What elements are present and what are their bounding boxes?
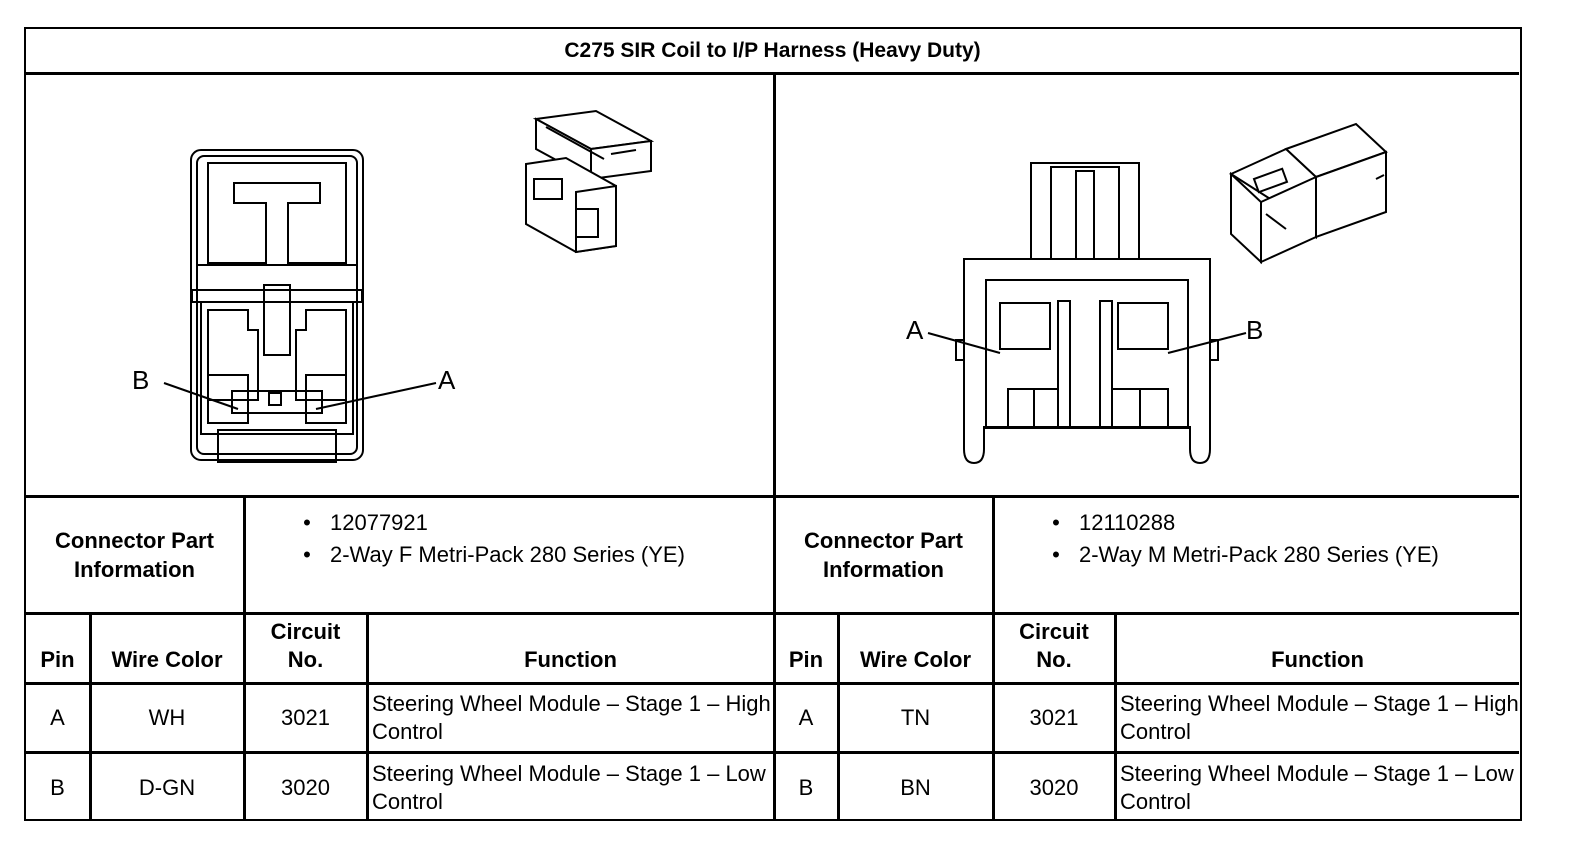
table-cell-wire-color: BN bbox=[900, 774, 931, 800]
table-cell-function: Steering Wheel Module – Stage 1 – Low Co… bbox=[1120, 760, 1514, 814]
male-connector-isometric-icon bbox=[1228, 122, 1388, 265]
left-part-info-label: Connector Part Information bbox=[55, 527, 214, 582]
divider bbox=[26, 72, 1519, 75]
table-cell-pin: B bbox=[50, 774, 65, 800]
list-item: •2-Way M Metri-Pack 280 Series (YE) bbox=[1033, 539, 1439, 571]
connector-description: 2-Way M Metri-Pack 280 Series (YE) bbox=[1079, 542, 1439, 567]
connector-table-frame: C275 SIR Coil to I/P Harness (Heavy Duty… bbox=[24, 27, 1522, 821]
divider bbox=[992, 612, 995, 821]
pin-label-a: A bbox=[906, 315, 924, 345]
column-header-circuit: Circuit No. bbox=[270, 619, 341, 672]
column-header-pin: Pin bbox=[788, 647, 824, 672]
column-header-function: Function bbox=[524, 647, 617, 672]
list-item: •12110288 bbox=[1033, 507, 1439, 539]
table-cell-wire-color: D-GN bbox=[138, 774, 196, 800]
left-part-info-list: •12077921 •2-Way F Metri-Pack 280 Series… bbox=[284, 507, 685, 571]
table-cell-wire-color: TN bbox=[900, 705, 931, 730]
part-number: 12077921 bbox=[330, 510, 428, 535]
divider bbox=[26, 751, 1519, 754]
list-item: •12077921 bbox=[284, 507, 685, 539]
divider bbox=[26, 612, 1519, 615]
table-cell-circuit: 3021 bbox=[281, 705, 330, 730]
divider bbox=[243, 495, 246, 615]
table-cell-wire-color: WH bbox=[148, 705, 186, 730]
column-header-pin: Pin bbox=[40, 647, 75, 672]
column-header-function: Function bbox=[1271, 647, 1364, 672]
divider bbox=[837, 612, 840, 821]
part-number: 12110288 bbox=[1079, 510, 1176, 535]
female-connector-isometric-icon bbox=[525, 109, 655, 254]
right-part-info-list: •12110288 •2-Way M Metri-Pack 280 Series… bbox=[1033, 507, 1439, 571]
table-cell-function: Steering Wheel Module – Stage 1 – High C… bbox=[1120, 691, 1519, 744]
female-connector-face-icon: B A bbox=[132, 149, 456, 463]
column-header-wire-color: Wire Color bbox=[859, 647, 972, 672]
column-header-circuit: Circuit No. bbox=[1019, 619, 1089, 672]
column-header-wire-color: Wire Color bbox=[111, 647, 223, 672]
table-cell-circuit: 3020 bbox=[1029, 774, 1079, 800]
divider bbox=[89, 612, 92, 821]
divider bbox=[243, 612, 246, 821]
divider bbox=[366, 612, 369, 821]
list-item: •2-Way F Metri-Pack 280 Series (YE) bbox=[284, 539, 685, 571]
pin-label-b: B bbox=[132, 365, 149, 395]
table-cell-pin: A bbox=[50, 705, 65, 730]
table-cell-circuit: 3020 bbox=[281, 774, 330, 800]
table-title: C275 SIR Coil to I/P Harness (Heavy Duty… bbox=[564, 39, 981, 62]
divider bbox=[26, 682, 1519, 685]
connector-description: 2-Way F Metri-Pack 280 Series (YE) bbox=[330, 542, 685, 567]
divider bbox=[992, 495, 995, 615]
table-cell-pin: A bbox=[798, 705, 814, 730]
male-connector-face-icon: A B bbox=[906, 162, 1263, 465]
pin-label-b: B bbox=[1246, 315, 1263, 345]
table-cell-function: Steering Wheel Module – Stage 1 – Low Co… bbox=[372, 760, 766, 814]
table-cell-pin: B bbox=[798, 774, 814, 800]
divider bbox=[26, 495, 1519, 498]
right-part-info-label: Connector Part Information bbox=[804, 527, 963, 582]
divider bbox=[1114, 612, 1117, 821]
pin-label-a: A bbox=[438, 365, 456, 395]
table-cell-function: Steering Wheel Module – Stage 1 – High C… bbox=[372, 691, 771, 744]
divider bbox=[773, 73, 776, 821]
table-cell-circuit: 3021 bbox=[1029, 705, 1079, 730]
